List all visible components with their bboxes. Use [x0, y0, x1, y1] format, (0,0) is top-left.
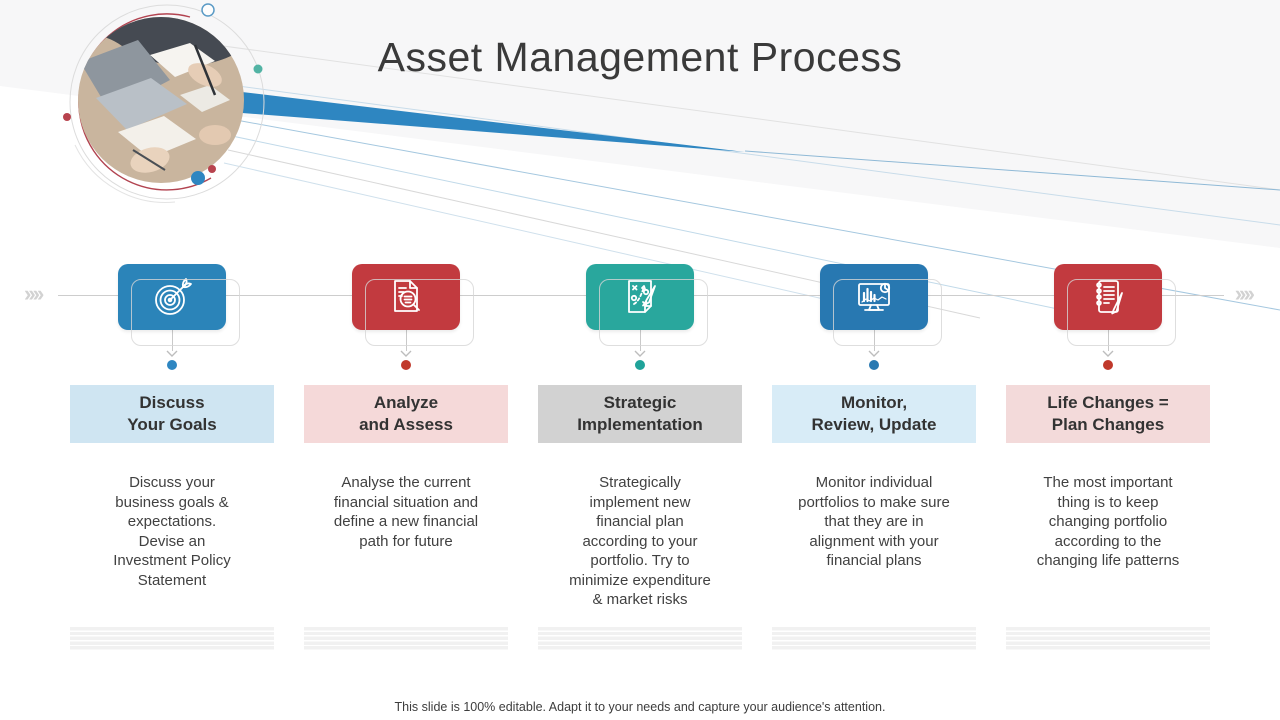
step-dot	[1103, 360, 1113, 370]
connector	[634, 330, 646, 380]
swoosh	[242, 92, 745, 152]
arrow-down-icon	[166, 350, 178, 357]
footer-note: This slide is 100% editable. Adapt it to…	[394, 700, 886, 714]
step-label: Life Changes = Plan Changes	[1047, 392, 1169, 434]
process-steps: Discuss Your Goals Discuss your business…	[0, 264, 1280, 650]
icon-tile	[352, 264, 474, 346]
red-dot-right	[208, 165, 216, 173]
step-dot	[167, 360, 177, 370]
ghost-outline	[599, 279, 708, 346]
step-label: Analyze and Assess	[359, 392, 453, 434]
step-description: The most important thing is to keep chan…	[1036, 474, 1180, 569]
red-dot-left	[63, 113, 71, 121]
step-label: Monitor, Review, Update	[811, 392, 937, 434]
step-description: Monitor individual portfolios to make su…	[798, 474, 950, 569]
arrow-down-icon	[400, 350, 412, 357]
placeholder-bar	[70, 627, 274, 650]
step-label-box: Analyze and Assess	[304, 385, 508, 443]
connector	[868, 330, 880, 380]
target-icon	[155, 278, 192, 315]
left-chevrons-icon: ››››	[24, 281, 44, 306]
step-label: Discuss Your Goals	[127, 392, 217, 434]
blue-dot	[191, 171, 205, 185]
step-label: Strategic Implementation	[577, 392, 703, 434]
icon-tile	[1054, 264, 1176, 346]
icon-tile	[118, 264, 240, 346]
step-monitor-review-update: Monitor, Review, Update Monitor individu…	[772, 264, 976, 650]
step-analyze-assess: Analyze and Assess Analyse the current f…	[304, 264, 508, 650]
step-dot	[401, 360, 411, 370]
step-dot	[635, 360, 645, 370]
step-description: Strategically implement new financial pl…	[569, 474, 711, 608]
connector	[400, 330, 412, 380]
connector	[166, 330, 178, 380]
page-title: Asset Management Process	[377, 34, 903, 80]
step-label-box: Monitor, Review, Update	[772, 385, 976, 443]
arrow-down-icon	[868, 350, 880, 357]
step-label-box: Strategic Implementation	[538, 385, 742, 443]
placeholder-bar	[772, 627, 976, 650]
ghost-outline	[833, 279, 942, 346]
placeholder-bar	[538, 627, 742, 650]
arrow-down-icon	[634, 350, 646, 357]
step-discuss-goals: Discuss Your Goals Discuss your business…	[70, 264, 274, 650]
step-life-changes: Life Changes = Plan Changes The most imp…	[1006, 264, 1210, 650]
connector	[1102, 330, 1114, 380]
step-description: Discuss your business goals & expectatio…	[113, 474, 231, 589]
ghost-outline	[1067, 279, 1176, 346]
step-strategic-implementation: Strategic Implementation Strategically i…	[538, 264, 742, 650]
icon-tile	[820, 264, 942, 346]
step-label-box: Life Changes = Plan Changes	[1006, 385, 1210, 443]
step-dot	[869, 360, 879, 370]
small-circle-accent	[201, 3, 215, 17]
step-label-box: Discuss Your Goals	[70, 385, 274, 443]
ghost-outline	[365, 279, 474, 346]
placeholder-bar	[304, 627, 508, 650]
ghost-outline	[131, 279, 240, 346]
icon-tile	[586, 264, 708, 346]
step-description: Analyse the current financial situation …	[333, 474, 479, 550]
placeholder-bar	[1006, 627, 1210, 650]
arrow-down-icon	[1102, 350, 1114, 357]
